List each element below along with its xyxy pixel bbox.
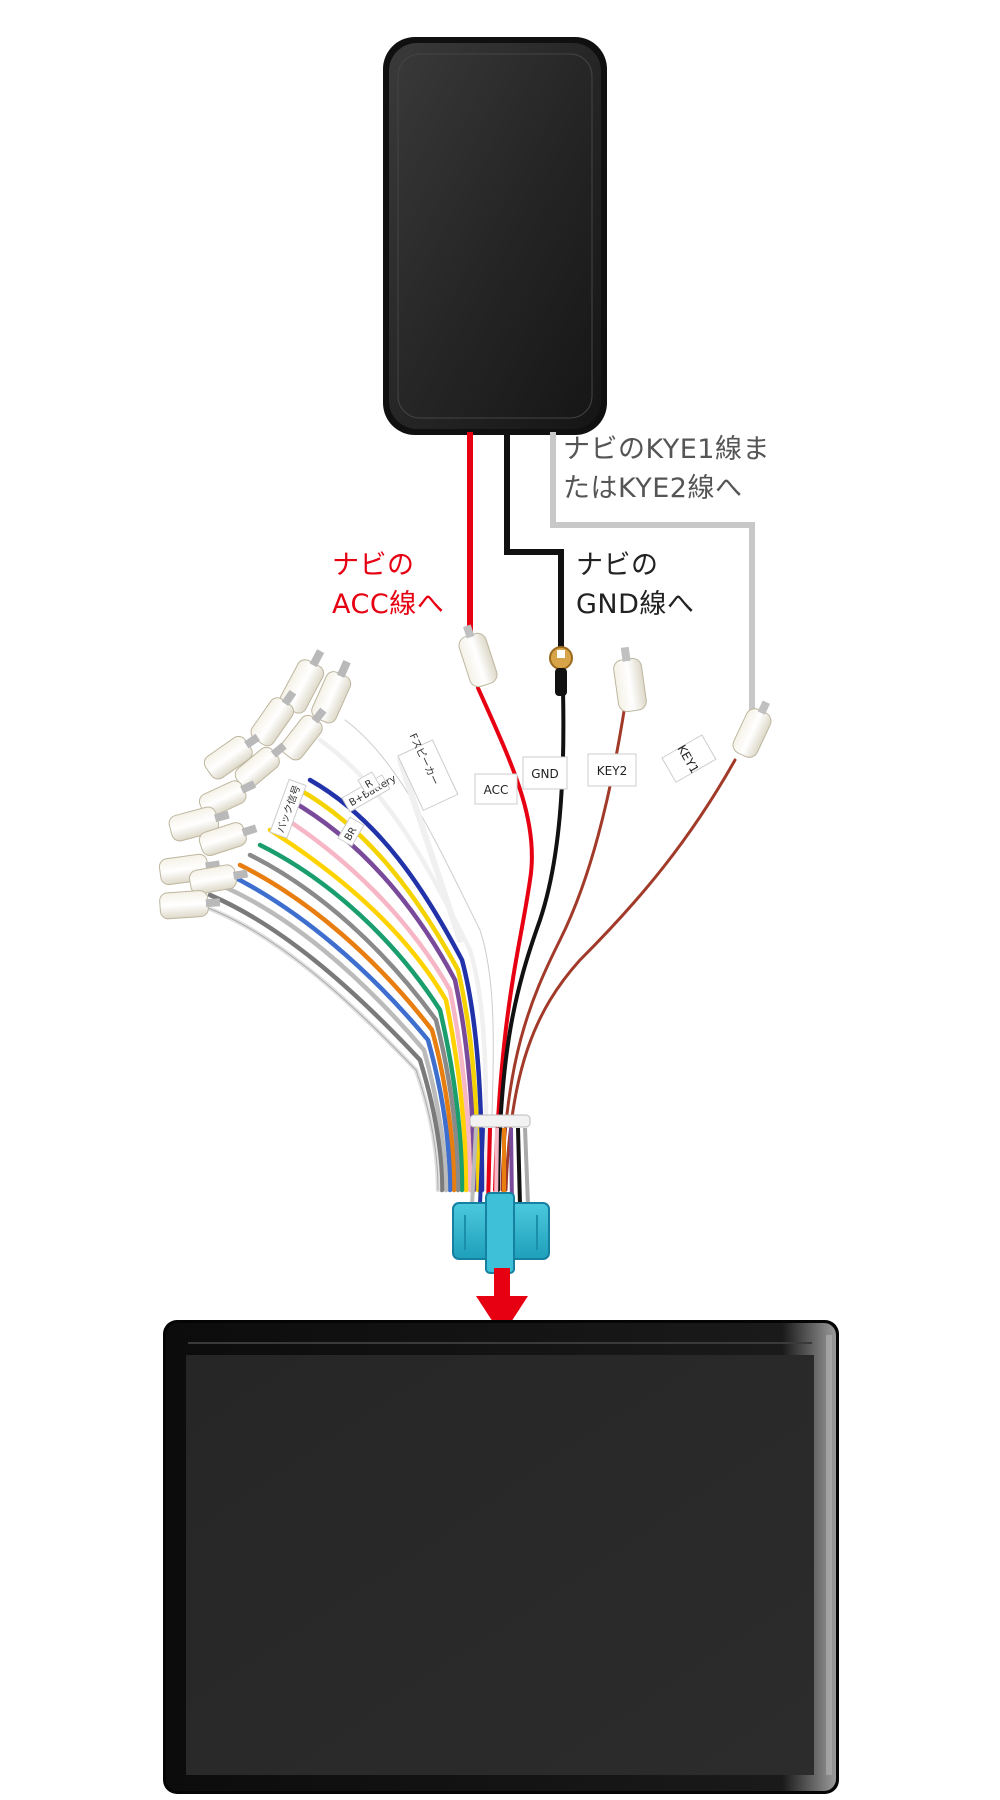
wire-tag-gnd-text: GND: [531, 767, 559, 781]
callout-acc-line2: ACC線へ: [332, 589, 445, 620]
callout-gnd-line1: ナビの: [576, 550, 659, 581]
callout-acc: ナビの ACC線へ: [332, 546, 444, 624]
harness-terminals: [158, 649, 352, 920]
harness-tag-r: R: [363, 778, 375, 791]
wire-tag-key2-text: KEY2: [597, 764, 627, 778]
wire-tag-acc: ACC: [474, 773, 518, 805]
wire-tag-key2: KEY2: [587, 753, 637, 787]
wire-tag-acc-text: ACC: [484, 783, 509, 797]
gnd-wire: [504, 432, 564, 650]
callout-key-line1: ナビのKYE1線ま: [563, 434, 770, 465]
callout-key-line2: たはKYE2線へ: [563, 473, 743, 504]
acc-terminal: [458, 624, 498, 688]
callout-gnd-line2: GND線へ: [576, 589, 695, 620]
car-navigation-display-icon: [163, 1320, 839, 1794]
wire-tag-key1: KEY1: [661, 734, 717, 783]
callout-gnd: ナビの GND線へ: [576, 546, 694, 624]
connector-wires: [470, 1127, 530, 1206]
key1-terminal: [732, 700, 772, 758]
wiring-connector-icon: [452, 1192, 550, 1274]
key-wire: [550, 432, 755, 715]
wire-tag-gnd: GND: [522, 756, 568, 790]
key2-terminal: [613, 646, 647, 713]
cable-tie: [469, 1114, 531, 1128]
gnd-terminal: [549, 646, 573, 696]
callout-acc-line1: ナビの: [332, 550, 415, 581]
down-arrow-icon: [476, 1268, 528, 1336]
control-box-icon: [383, 37, 607, 435]
callout-key: ナビのKYE1線ま たはKYE2線へ: [563, 430, 770, 508]
